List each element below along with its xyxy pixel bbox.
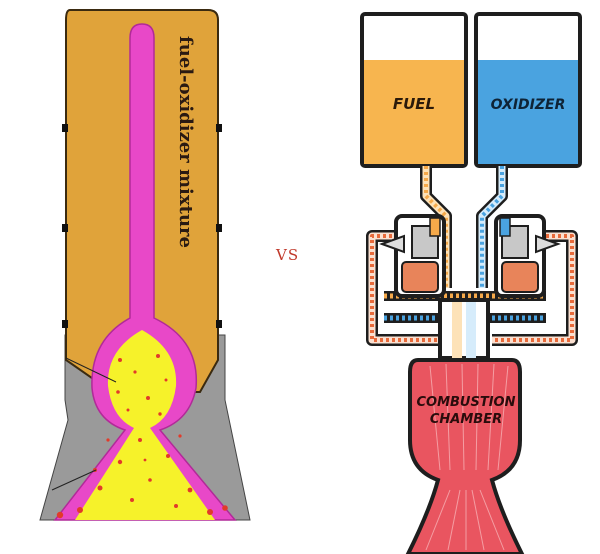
vs-separator: VS: [276, 246, 300, 264]
callout-line-upper: [65, 357, 117, 383]
callout-line-lower: [51, 469, 97, 491]
injector-head: [438, 298, 490, 360]
combustion-chamber: [405, 358, 525, 554]
chamber-streaks: [425, 363, 509, 551]
mixture-label: fuel-oxidizer mixture: [175, 36, 196, 248]
fuel-tank-label: FUEL: [393, 95, 435, 113]
chamber-label-line2: CHAMBER: [430, 412, 502, 427]
oxidizer-turbopump: [494, 214, 561, 298]
oxidizer-tank-label: OXIDIZER: [491, 97, 566, 113]
fuel-turbopump: [379, 214, 446, 298]
fuel-tank: [360, 12, 468, 168]
combustion-flame: [75, 330, 215, 520]
oxidizer-tank: [474, 12, 582, 168]
propellant-core: [53, 23, 237, 521]
chamber-label-line1: COMBUSTION: [417, 395, 516, 410]
casing-bolts: [62, 124, 222, 328]
flame-particles: [56, 354, 228, 519]
